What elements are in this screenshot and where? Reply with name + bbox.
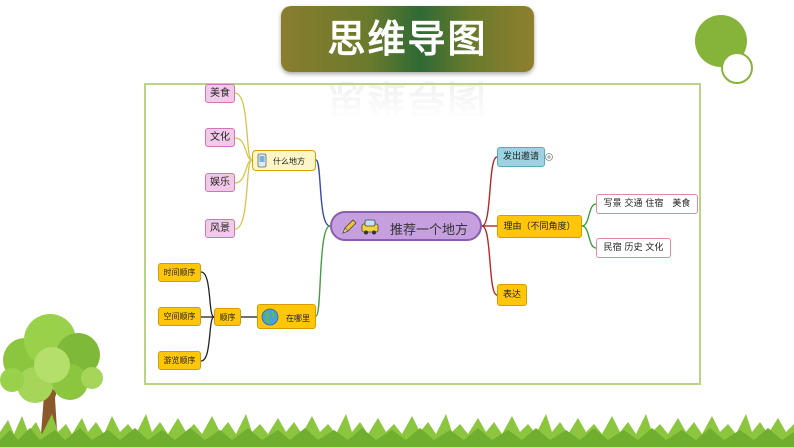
node-tour-order: 游览顺序 — [158, 351, 201, 370]
node-space-order: 空间顺序 — [158, 307, 201, 326]
node-what-place: 什么地方 — [252, 150, 316, 171]
node-scenery: 风景 — [205, 219, 235, 238]
node-reason: 理由（不同角度） — [497, 215, 582, 238]
hand-phone-icon — [256, 153, 268, 168]
central-topic: 推荐一个地方 — [330, 211, 482, 241]
mindmap-frame — [144, 83, 701, 385]
node-order: 顺序 — [214, 308, 241, 326]
grass-border — [0, 414, 794, 447]
node-invite: 发出邀请 — [497, 147, 545, 167]
node-where: 在哪里 — [257, 304, 316, 329]
node-time-order: 时间顺序 — [158, 263, 201, 282]
node-culture: 文化 — [205, 128, 235, 147]
pencil-icon — [340, 218, 358, 236]
node-food: 美食 — [205, 84, 235, 103]
node-reason-a: 写景 交通 住宿 美食 — [596, 194, 698, 214]
car-icon — [360, 217, 380, 237]
title-banner — [281, 6, 534, 72]
globe-icon — [261, 308, 279, 326]
node-express: 表达 — [497, 284, 527, 306]
tree-illustration — [0, 314, 103, 447]
decorative-ring — [721, 52, 753, 84]
page-title: 思维导图 — [327, 17, 488, 61]
node-reason-b: 民宿 历史 文化 — [596, 238, 671, 258]
node-entertainment: 娱乐 — [205, 173, 235, 192]
